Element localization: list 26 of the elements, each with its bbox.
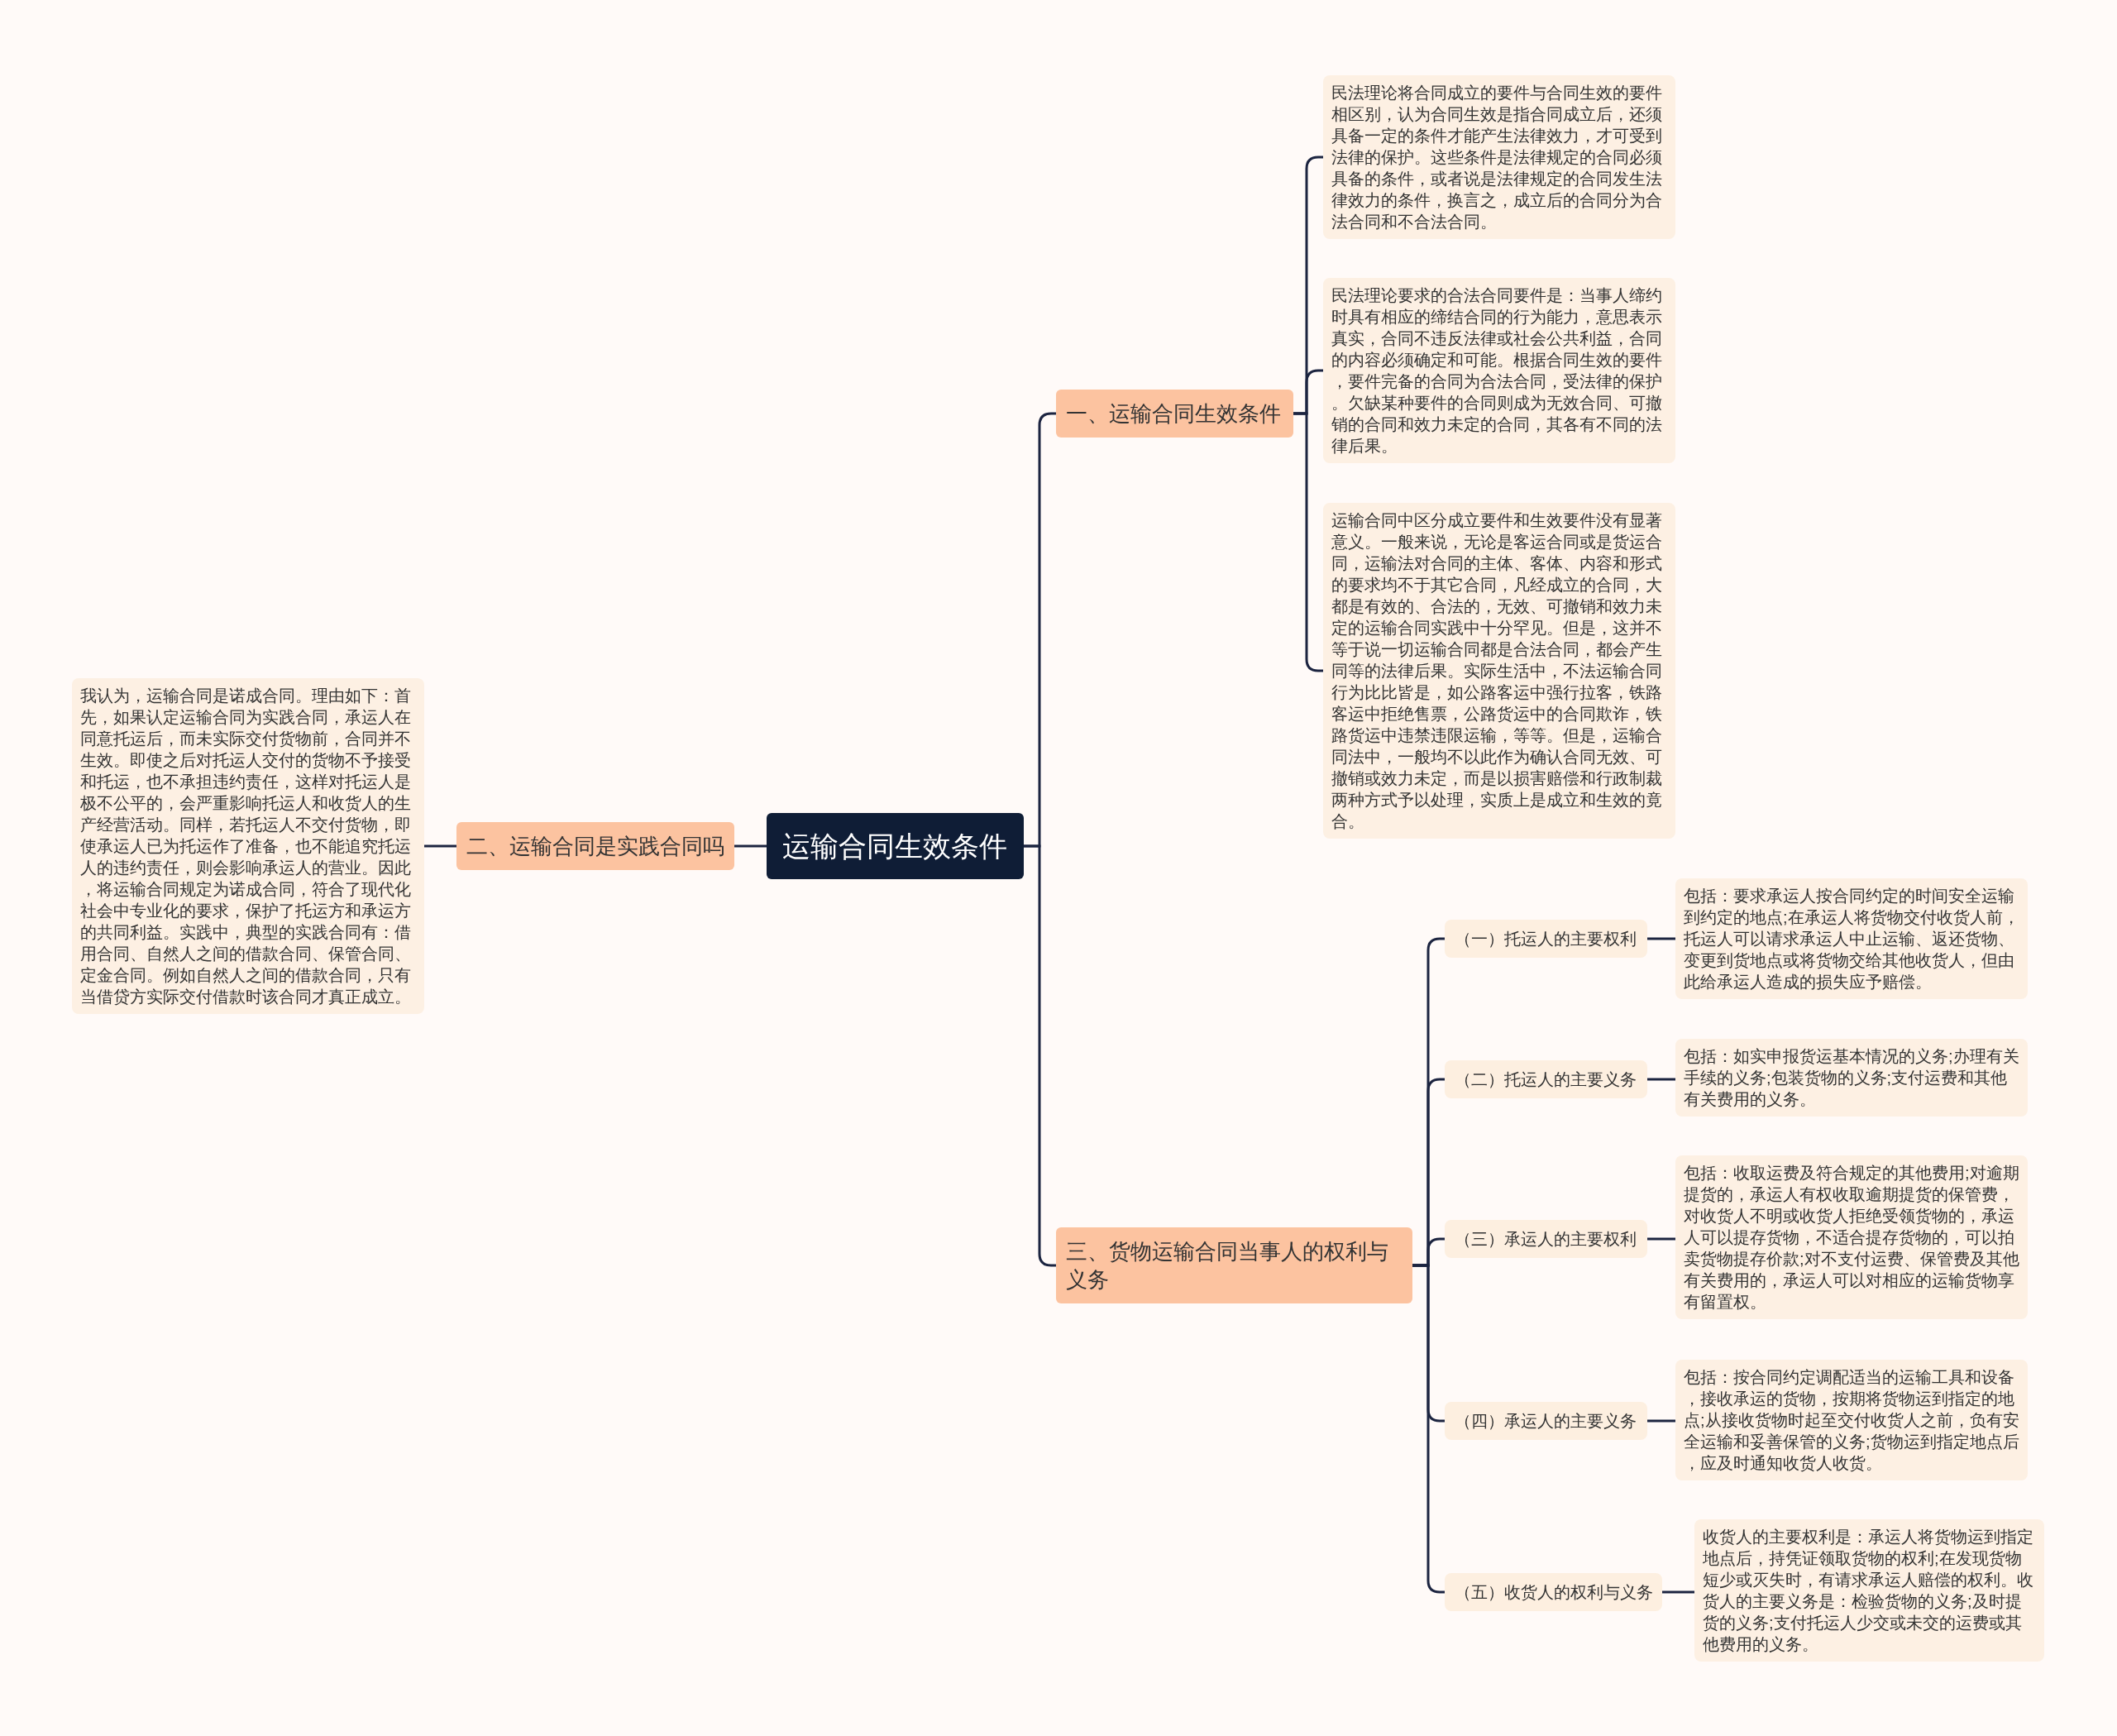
branch-topic-box: 三、货物运输合同当事人的权利与义务: [1056, 1227, 1412, 1303]
connector-line: [1647, 1237, 1675, 1241]
connector-line: [1647, 1419, 1675, 1423]
subtopic-box: （五）收货人的权利与义务: [1445, 1573, 1662, 1611]
text-box: 我认为，运输合同是诺成合同。理由如下：首先，如果认定运输合同为实践合同，承运人在同意托运后，而未实际交付货物前，合同并不生效。即使之后对托运人交付的货物不予接受和托运，也不承担违约责任，这样对托运人是极不公平的，会严重影响托运人和收货人的生产经营活动。同样，若托运人不交付货物，即使承运人已为托运作了准备，也不能追究托运人的违约责任，则会影响承运人的营业。因此，将运输合同规定为诺成合同，符合了现代化社会中专业化的要求，保护了托运方和承运方的共同利益。实践中，典型的实践合同有：借用合同、自然人之间的借款合同、保管合同、定金合同。例如自然人之间的借款合同，只有当借贷方实际交付借款时该合同才真正成立。: [72, 678, 424, 1014]
text-box: 包括：按合同约定调配适当的运输工具和设备，接收承运的货物，按期将货物运到指定的地点;从接收货物时起至交付收货人之前，负有安全运输和妥善保管的义务;货物运到指定地点后，应及时通知收货人收货。: [1675, 1360, 2028, 1480]
text-box: 包括：如实申报货运基本情况的义务;办理有关手续的义务;包装货物的义务;支付运费和其他有关费用的义务。: [1675, 1039, 2028, 1117]
subtopic-box: （一）托运人的主要权利: [1445, 920, 1647, 958]
connector-line: [1647, 1078, 1675, 1081]
connector-line: [734, 844, 767, 848]
text-box: 民法理论将合同成立的要件与合同生效的要件相区别，认为合同生效是指合同成立后，还须具备一定的条件才能产生法律效力，才可受到法律的保护。这些条件是法律规定的合同必须具备的条件，或者说是法律规定的合同发生法律效力的条件，换言之，成立后的合同分为合法合同和不合法合同。: [1323, 75, 1675, 239]
connector-line: [424, 844, 456, 848]
subtopic-box: （三）承运人的主要权利: [1445, 1220, 1647, 1258]
connector-line: [1662, 1590, 1694, 1594]
connector-line: [1024, 844, 1056, 1267]
branch-topic-box: 一、运输合同生效条件: [1056, 390, 1293, 438]
text-box: 收货人的主要权利是：承运人将货物运到指定地点后，持凭证领取货物的权利;在发现货物短少或灭失时，有请求承运人赔偿的权利。收货人的主要义务是：检验货物的义务;及时提货的义务;支付托运人少交或未交的运费或其他费用的义务。: [1694, 1519, 2044, 1662]
root-topic-box: 运输合同生效条件: [767, 813, 1024, 879]
text-box: 包括：收取运费及符合规定的其他费用;对逾期提货的，承运人有权收取逾期提货的保管费，对收货人不明或收货人拒绝受领货物的，承运人可以提存货物，不适合提存货物的，可以拍卖货物提存价款;对不支付运费、保管费及其他有关费用的，承运人可以对相应的运输货物享有留置权。: [1675, 1155, 2028, 1319]
subtopic-box: （四）承运人的主要义务: [1445, 1402, 1647, 1440]
text-box: 运输合同中区分成立要件和生效要件没有显著意义。一般来说，无论是客运合同或是货运合同，运输法对合同的主体、客体、内容和形式的要求均不于其它合同，凡经成立的合同，大都是有效的、合法的，无效、可撤销和效力未定的运输合同实践中十分罕见。但是，这并不等于说一切运输合同都是合法合同，都会产生同等的法律后果。实际生活中，不法运输合同行为比比皆是，如公路客运中强行拉客，铁路客运中拒绝售票，公路货运中的合同欺诈，铁路货运中违禁违限运输，等等。但是，运输合同法中，一般均不以此作为确认合同无效、可撤销或效力未定，而是以损害赔偿和行政制裁两种方式予以处理，实质上是成立和生效的竟合。: [1323, 503, 1675, 839]
connector-line: [1647, 937, 1675, 940]
branch-topic-box: 二、运输合同是实践合同吗: [456, 822, 734, 870]
subtopic-box: （二）托运人的主要义务: [1445, 1060, 1647, 1098]
text-box: 包括：要求承运人按合同约定的时间安全运输到约定的地点;在承运人将货物交付收货人前，托运人可以请求承运人中止运输、返还货物、变更到货地点或将货物交给其他收货人，但由此给承运人造成的损失应予赔偿。: [1675, 878, 2028, 999]
text-box: 民法理论要求的合法合同要件是：当事人缔约时具有相应的缔结合同的行为能力，意思表示真实，合同不违反法律或社会公共利益，合同的内容必须确定和可能。根据合同生效的要件，要件完备的合同为合法合同，受法律的保护。欠缺某种要件的合同则成为无效合同、可撤销的合同和效力未定的合同，其各有不同的法律后果。: [1323, 278, 1675, 463]
